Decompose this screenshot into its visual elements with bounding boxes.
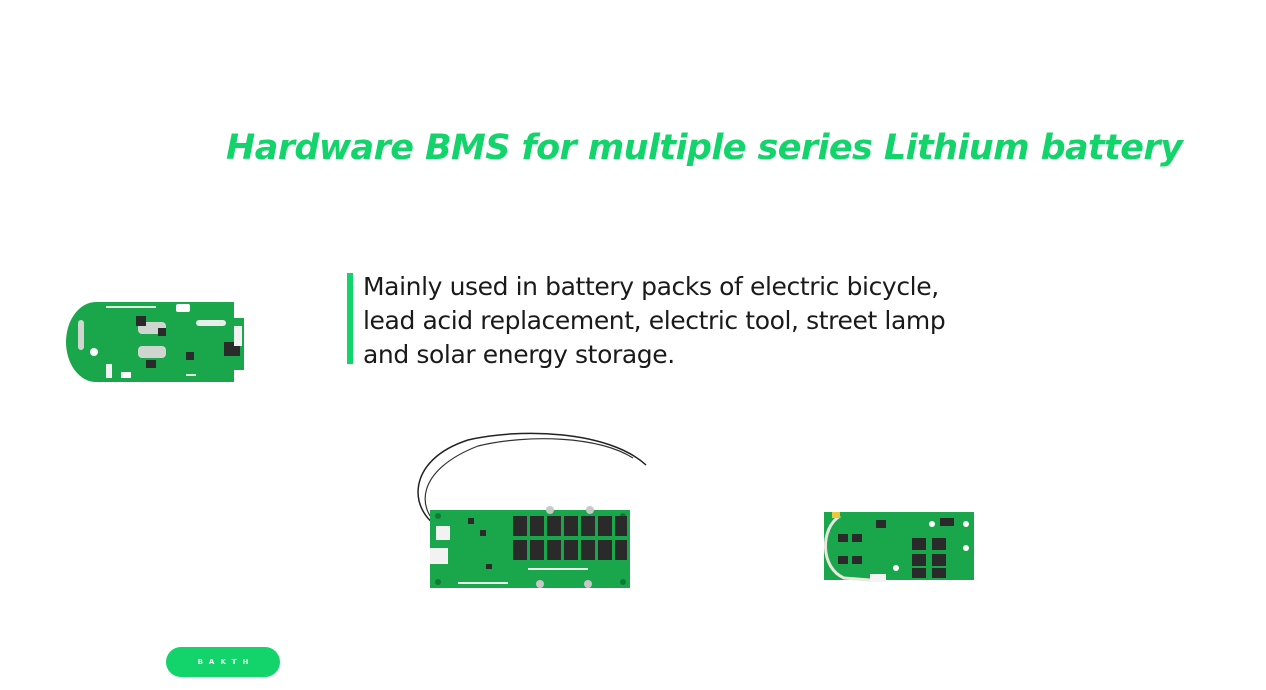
description-block: Mainly used in battery packs of electric…	[347, 270, 1043, 372]
description-line: Mainly used in battery packs of electric…	[363, 272, 939, 301]
pcb-board-small-image	[824, 512, 974, 582]
pcb-board-round-image	[66, 302, 244, 382]
page-title: Hardware BMS for multiple series Lithium…	[226, 128, 1183, 168]
description-line: and solar energy storage.	[363, 340, 675, 369]
pcb-board-mosfet-with-wires-image	[417, 432, 647, 588]
description-text: Mainly used in battery packs of electric…	[363, 270, 1043, 372]
brand-button[interactable]: BAKTH	[166, 647, 280, 677]
description-line: lead acid replacement, electric tool, st…	[363, 306, 946, 335]
brand-label: BAKTH	[197, 658, 255, 666]
accent-bar	[347, 273, 353, 364]
